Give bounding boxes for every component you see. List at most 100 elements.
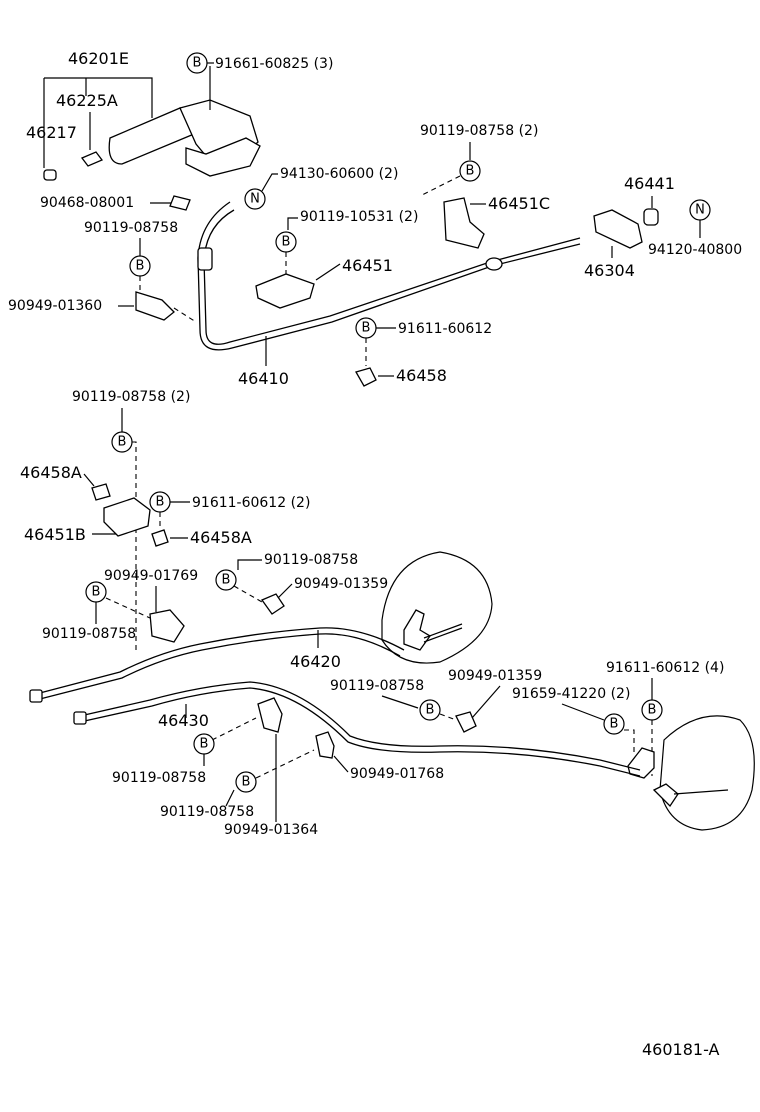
part-90949-01769-clamp: [149, 609, 185, 643]
badge-b-90119-mid: B: [111, 431, 133, 453]
svg-text:N: N: [250, 192, 260, 207]
svg-text:B: B: [648, 703, 657, 718]
label-90949-01359-b: 90949-01359: [448, 668, 542, 684]
label-91611-60612-2: 91611-60612 (2): [192, 495, 310, 511]
part-46458-clip: [355, 367, 377, 387]
svg-text:B: B: [426, 703, 435, 718]
lever-assembly-group: 46201E 46225A 46217 B 91661-60825 (3): [26, 49, 333, 181]
label-46420: 46420: [290, 652, 341, 671]
label-46458: 46458: [396, 366, 447, 385]
label-91611-60612: 91611-60612: [398, 321, 492, 337]
badge-b-91611-single: B: [355, 317, 377, 339]
part-46458A-clip-left: [91, 483, 111, 501]
svg-text:B: B: [242, 775, 251, 790]
part-90949-01360-clamp: [135, 291, 175, 321]
part-cable-bracket-upper: [403, 609, 431, 651]
label-90119-08758-2-top: 90119-08758 (2): [420, 123, 538, 139]
part-90949-01364-clamp: [257, 697, 283, 733]
part-46451B-bracket: [103, 497, 151, 537]
part-cable-lower-end: [652, 783, 679, 808]
part-lever-handle: [108, 107, 195, 165]
cable-46410-end-fitting: [197, 247, 213, 271]
label-91611-60612-4: 91611-60612 (4): [606, 660, 724, 676]
label-90949-01364: 90949-01364: [224, 822, 318, 838]
part-46304-equalizer: [593, 209, 643, 249]
label-90949-01769: 90949-01769: [104, 568, 198, 584]
badge-n-94130: N: [244, 188, 266, 210]
label-46451B: 46451B: [24, 525, 86, 544]
label-90119-08758-d: 90119-08758: [330, 678, 424, 694]
part-46217-plug: [43, 169, 57, 181]
svg-text:B: B: [200, 737, 209, 752]
label-94130-60600: 94130-60600 (2): [280, 166, 398, 182]
svg-text:B: B: [118, 435, 127, 450]
label-46201E: 46201E: [68, 49, 129, 68]
svg-text:B: B: [282, 235, 291, 250]
label-94120-40800: 94120-40800: [648, 242, 742, 258]
label-90119-08758-b: 90119-08758: [264, 552, 358, 568]
label-46430: 46430: [158, 711, 209, 730]
part-46225A-spring: [80, 151, 104, 167]
cable-46430-end: [73, 711, 87, 725]
label-90119-08758-a: 90119-08758: [84, 220, 178, 236]
label-46451: 46451: [342, 256, 393, 275]
badge-b-90119-a: B: [129, 255, 151, 277]
label-46451C: 46451C: [488, 194, 550, 213]
cable-46410: [203, 209, 581, 345]
svg-text:B: B: [466, 164, 475, 179]
label-90949-01359-a: 90949-01359: [294, 576, 388, 592]
badge-b-91661: B: [186, 52, 208, 74]
label-90119-08758-c: 90119-08758: [42, 626, 136, 642]
badge-b-90119-d: B: [419, 699, 441, 721]
part-lever-base: [185, 137, 261, 177]
cable-46430: [79, 681, 641, 771]
badge-b-90119-b: B: [215, 569, 237, 591]
label-90949-01768: 90949-01768: [350, 766, 444, 782]
label-91661-60825: 91661-60825 (3): [215, 56, 333, 72]
badge-b-90119-c: B: [85, 581, 107, 603]
cable-46410-adjuster: [485, 257, 503, 271]
label-46458A-right: 46458A: [190, 528, 252, 547]
badge-b-90119-top: B: [459, 160, 481, 182]
label-46217: 46217: [26, 123, 77, 142]
part-46451-bracket: [255, 273, 315, 309]
label-46458A-left: 46458A: [20, 463, 82, 482]
svg-text:B: B: [222, 573, 231, 588]
leader-46201E: [44, 77, 153, 118]
label-90119-08758-e: 90119-08758: [112, 770, 206, 786]
label-46225A: 46225A: [56, 91, 118, 110]
part-90949-01768-clamp: [315, 731, 335, 759]
label-90468-08001: 90468-08001: [40, 195, 134, 211]
label-90119-08758-f: 90119-08758: [160, 804, 254, 820]
label-90119-08758-2-mid: 90119-08758 (2): [72, 389, 190, 405]
detail-circle-lower: [659, 715, 755, 831]
label-90949-01360: 90949-01360: [8, 298, 102, 314]
svg-text:B: B: [362, 321, 371, 336]
part-46451C-bracket: [443, 197, 485, 249]
part-90949-01359-clamp-a: [261, 593, 285, 615]
cable-46420: [35, 627, 405, 695]
part-46441-nut: [643, 208, 659, 226]
label-46304: 46304: [584, 261, 635, 280]
badge-b-90119-f: B: [235, 771, 257, 793]
label-46441: 46441: [624, 174, 675, 193]
badge-b-90119-10531: B: [275, 231, 297, 253]
svg-text:B: B: [156, 495, 165, 510]
badge-b-91611-4: B: [641, 699, 663, 721]
svg-text:B: B: [193, 56, 202, 71]
badge-b-91659: B: [603, 713, 625, 735]
label-91659-41220: 91659-41220 (2): [512, 686, 630, 702]
badge-n-94120: N: [689, 199, 711, 221]
part-46458A-clip-right: [151, 529, 169, 547]
part-90949-01359-clamp-b: [455, 711, 477, 733]
badge-b-91611-2: B: [149, 491, 171, 513]
leader-46225A: [85, 78, 91, 150]
label-46410: 46410: [238, 369, 289, 388]
svg-text:B: B: [136, 259, 145, 274]
part-90468-clip: [169, 195, 191, 211]
detail-circle-upper: [381, 551, 493, 664]
svg-text:N: N: [695, 203, 705, 218]
label-90119-10531: 90119-10531 (2): [300, 209, 418, 225]
svg-text:B: B: [92, 585, 101, 600]
badge-b-90119-e: B: [193, 733, 215, 755]
